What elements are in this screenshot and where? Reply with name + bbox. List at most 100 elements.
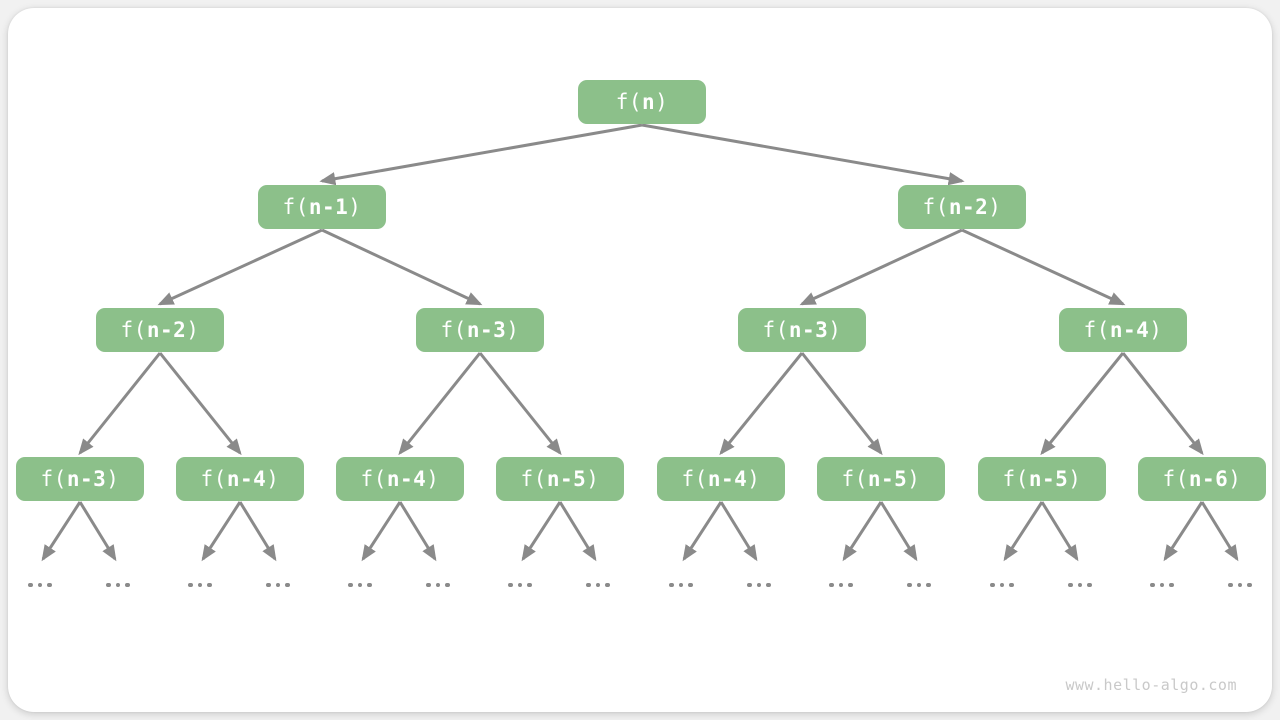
ellipsis-dot — [106, 582, 111, 588]
node-label-pre: f( — [360, 467, 387, 491]
tree-node: f(n-1) — [258, 185, 386, 229]
node-label-arg: n-4 — [386, 467, 427, 491]
ellipsis-dot — [766, 582, 771, 588]
ellipsis-dot — [47, 582, 52, 588]
tree-node: f(n-3) — [738, 308, 866, 352]
ellipsis-leaf — [829, 582, 853, 588]
node-label-arg: n-5 — [1028, 467, 1069, 491]
ellipsis-dot — [367, 582, 372, 588]
ellipsis-dot — [1237, 582, 1243, 588]
node-label-arg: n-5 — [546, 467, 587, 491]
tree-node: f(n-4) — [336, 457, 464, 501]
node-label-arg: n-4 — [226, 467, 267, 491]
ellipsis-leaf — [907, 582, 931, 588]
node-label-post: ) — [747, 467, 761, 491]
tree-node: f(n-3) — [16, 457, 144, 501]
node-label-pre: f( — [520, 467, 547, 491]
tree-node: f(n-4) — [657, 457, 785, 501]
ellipsis-dot — [1068, 582, 1073, 588]
tree-node: f(n-5) — [817, 457, 945, 501]
ellipsis-leaf — [747, 582, 771, 588]
node-label-post: ) — [1228, 467, 1242, 491]
node-label-pre: f( — [1002, 467, 1029, 491]
node-label-post: ) — [348, 195, 362, 219]
ellipsis-leaf — [188, 582, 212, 588]
ellipsis-dot — [595, 582, 601, 588]
node-label-arg: n-3 — [466, 318, 507, 342]
tree-node: f(n-4) — [176, 457, 304, 501]
node-label-post: ) — [828, 318, 842, 342]
ellipsis-dot — [756, 582, 762, 588]
node-label-pre: f( — [120, 318, 147, 342]
ellipsis-dot — [1228, 582, 1233, 588]
ellipsis-dot — [435, 582, 441, 588]
node-label-arg: n — [641, 90, 656, 114]
ellipsis-leaf — [426, 582, 450, 588]
ellipsis-dot — [1009, 582, 1014, 588]
ellipsis-dot — [678, 582, 684, 588]
node-label-pre: f( — [1162, 467, 1189, 491]
tree-node: f(n-2) — [96, 308, 224, 352]
ellipsis-dot — [188, 582, 193, 588]
node-label-arg: n-4 — [707, 467, 748, 491]
node-label-arg: n-4 — [1109, 318, 1150, 342]
ellipsis-dot — [275, 582, 281, 588]
tree-node: f(n-6) — [1138, 457, 1266, 501]
node-label-arg: n-6 — [1188, 467, 1229, 491]
ellipsis-leaf — [1228, 582, 1252, 588]
node-label-post: ) — [907, 467, 921, 491]
ellipsis-dot — [348, 582, 353, 588]
node-label-arg: n-2 — [948, 195, 989, 219]
ellipsis-dot — [508, 582, 513, 588]
node-label-arg: n-3 — [788, 318, 829, 342]
node-label-post: ) — [1068, 467, 1082, 491]
node-label-post: ) — [426, 467, 440, 491]
ellipsis-dot — [357, 582, 363, 588]
node-label-pre: f( — [681, 467, 708, 491]
ellipsis-dot — [1159, 582, 1165, 588]
ellipsis-dot — [115, 582, 121, 588]
ellipsis-dot — [838, 582, 844, 588]
tree-node: f(n-2) — [898, 185, 1026, 229]
ellipsis-leaf — [669, 582, 693, 588]
ellipsis-leaf — [586, 582, 610, 588]
node-label-post: ) — [186, 318, 200, 342]
ellipsis-dot — [527, 582, 532, 588]
ellipsis-dot — [28, 582, 33, 588]
node-label-pre: f( — [1083, 318, 1110, 342]
ellipsis-dot — [37, 582, 43, 588]
node-label-post: ) — [1149, 318, 1163, 342]
ellipsis-leaf — [348, 582, 372, 588]
node-label-pre: f( — [440, 318, 467, 342]
node-label-post: ) — [266, 467, 280, 491]
ellipsis-dot — [1150, 582, 1155, 588]
node-label-post: ) — [655, 90, 669, 114]
ellipsis-dot — [747, 582, 752, 588]
ellipsis-dot — [605, 582, 610, 588]
ellipsis-dot — [1077, 582, 1083, 588]
node-label-arg: n-2 — [146, 318, 187, 342]
node-label-pre: f( — [922, 195, 949, 219]
ellipsis-dot — [266, 582, 271, 588]
node-label-post: ) — [506, 318, 520, 342]
node-label-pre: f( — [40, 467, 67, 491]
tree-node: f(n-5) — [978, 457, 1106, 501]
ellipsis-leaf — [990, 582, 1014, 588]
node-label-post: ) — [106, 467, 120, 491]
ellipsis-dot — [1169, 582, 1174, 588]
node-label-pre: f( — [200, 467, 227, 491]
ellipsis-dot — [285, 582, 290, 588]
tree-node: f(n-5) — [496, 457, 624, 501]
ellipsis-dot — [586, 582, 591, 588]
ellipsis-dot — [999, 582, 1005, 588]
tree-node: f(n) — [578, 80, 706, 124]
ellipsis-dot — [445, 582, 450, 588]
ellipsis-leaf — [508, 582, 532, 588]
ellipsis-dot — [688, 582, 693, 588]
node-label-arg: n-5 — [867, 467, 908, 491]
node-label-pre: f( — [282, 195, 309, 219]
ellipsis-dot — [990, 582, 995, 588]
ellipsis-dot — [907, 582, 912, 588]
tree-node: f(n-3) — [416, 308, 544, 352]
